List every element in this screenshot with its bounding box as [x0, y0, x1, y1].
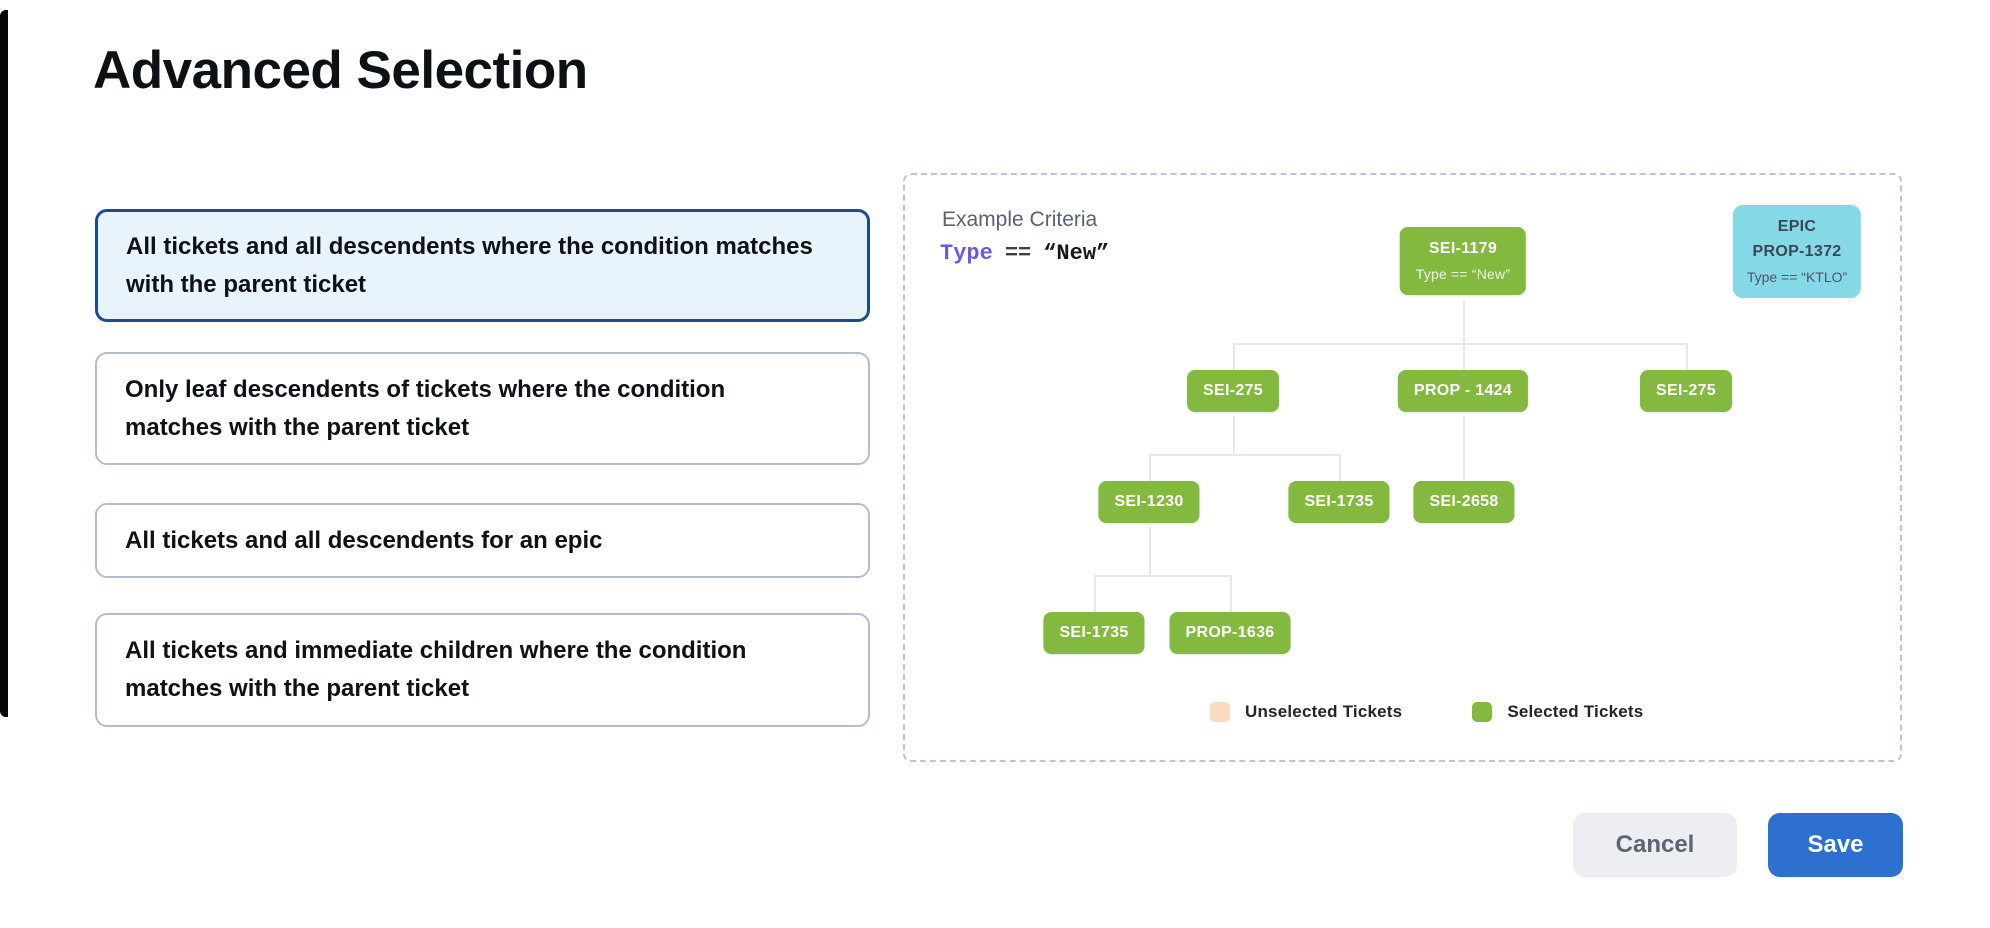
connector-line [1233, 416, 1235, 454]
example-preview-panel: Example Criteria Type == “New” EPIC PROP-1… [903, 173, 1902, 762]
cancel-button[interactable]: Cancel [1573, 813, 1737, 877]
tree-node: SEI-275 [1187, 370, 1279, 412]
connector-line [1149, 454, 1151, 481]
tree-node: PROP - 1424 [1397, 370, 1529, 412]
connector-line [1233, 343, 1235, 370]
epic-type-label: EPIC [1777, 218, 1817, 235]
tree-node-root: SEI-1179 Type == “New” [1399, 227, 1527, 295]
tree-node-condition: Type == “New” [1415, 266, 1511, 282]
connector-line [1463, 416, 1465, 481]
connector-line [1094, 575, 1230, 577]
connector-line [1094, 575, 1096, 612]
legend-label: Unselected Tickets [1245, 702, 1403, 721]
option-label: All tickets and all descendents where th… [126, 232, 813, 298]
criteria-value: “New” [1043, 241, 1110, 266]
tree-node: SEI-1230 [1098, 481, 1200, 523]
legend-item-unselected: Unselected Tickets [1210, 702, 1402, 722]
connector-line [1463, 343, 1465, 370]
tree-node: SEI-2658 [1413, 481, 1515, 523]
connector-line [1149, 527, 1151, 575]
legend-item-selected: Selected Tickets [1472, 702, 1643, 722]
backdrop-sliver [0, 10, 8, 717]
option-card-epic[interactable]: All tickets and all descendents for an e… [95, 503, 870, 578]
option-label: Only leaf descendents of tickets where t… [125, 375, 726, 441]
connector-line [1149, 454, 1339, 456]
epic-card: EPIC PROP-1372 Type == “KTLO” [1732, 205, 1862, 298]
legend: Unselected Tickets Selected Tickets [1210, 702, 1643, 722]
connector-line [1233, 343, 1686, 345]
tree-node: SEI-1735 [1043, 612, 1145, 654]
connector-line [1686, 343, 1688, 370]
connector-line [1230, 575, 1232, 612]
epic-ticket-id: PROP-1372 [1752, 243, 1842, 260]
tree-node: SEI-1735 [1288, 481, 1390, 523]
unselected-swatch [1210, 702, 1230, 722]
criteria-field: Type [940, 241, 993, 266]
epic-condition: Type == “KTLO” [1746, 269, 1848, 285]
option-card-leaf-descendents[interactable]: Only leaf descendents of tickets where t… [95, 352, 870, 465]
example-criteria-label: Example Criteria [942, 208, 1098, 231]
save-button[interactable]: Save [1768, 813, 1903, 877]
legend-label: Selected Tickets [1507, 702, 1644, 721]
option-card-immediate-children[interactable]: All tickets and immediate children where… [95, 613, 870, 727]
tree-node: SEI-275 [1640, 370, 1732, 412]
tree-node: PROP-1636 [1169, 612, 1291, 654]
option-card-all-descendents[interactable]: All tickets and all descendents where th… [95, 209, 870, 322]
criteria-operator: == [1004, 241, 1032, 266]
tree-node-label: SEI-1179 [1428, 240, 1498, 257]
connector-line [1463, 300, 1465, 343]
option-label: All tickets and all descendents for an e… [125, 526, 603, 554]
page-title: Advanced Selection [93, 41, 588, 100]
connector-line [1339, 454, 1341, 481]
selected-swatch [1472, 702, 1493, 722]
option-label: All tickets and immediate children where… [125, 637, 747, 702]
criteria-expression: Type == “New” [940, 241, 1109, 266]
